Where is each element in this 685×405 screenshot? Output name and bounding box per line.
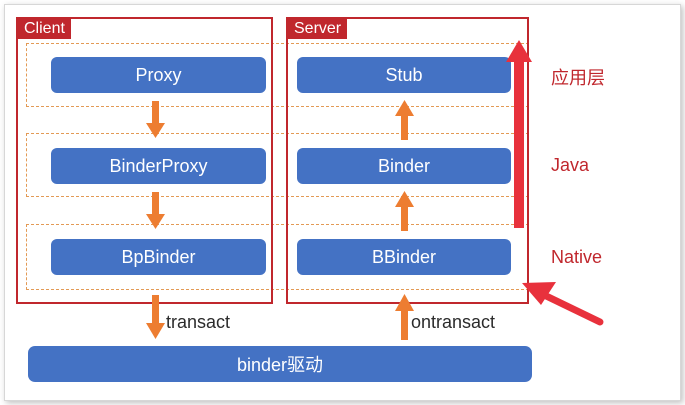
arrow-up-icon	[395, 191, 414, 231]
arrow-down-icon	[146, 192, 165, 229]
client-panel: Client	[16, 17, 273, 304]
bbinder-box: BBinder	[297, 239, 511, 275]
transact-label: transact	[166, 312, 231, 332]
arrow-down-icon	[146, 101, 165, 138]
binder-box: Binder	[297, 148, 511, 184]
stub-box: Stub	[297, 57, 511, 93]
arrow-up-icon	[395, 294, 414, 340]
java-layer-label: Java	[551, 155, 590, 175]
native-layer-label: Native	[551, 247, 603, 267]
ontransact-label: ontransact	[411, 312, 496, 332]
app-layer-label: 应用层	[551, 68, 605, 88]
diagonal-arrow-icon	[522, 282, 604, 326]
arrow-down-icon	[146, 295, 165, 339]
binderproxy-box: BinderProxy	[51, 148, 266, 184]
bpbinder-box: BpBinder	[51, 239, 266, 275]
client-label: Client	[18, 19, 71, 39]
proxy-box: Proxy	[51, 57, 266, 93]
big-up-arrow-icon	[506, 40, 532, 228]
binder-driver-box: binder驱动	[28, 346, 532, 382]
arrow-up-icon	[395, 100, 414, 140]
server-label: Server	[288, 19, 348, 39]
